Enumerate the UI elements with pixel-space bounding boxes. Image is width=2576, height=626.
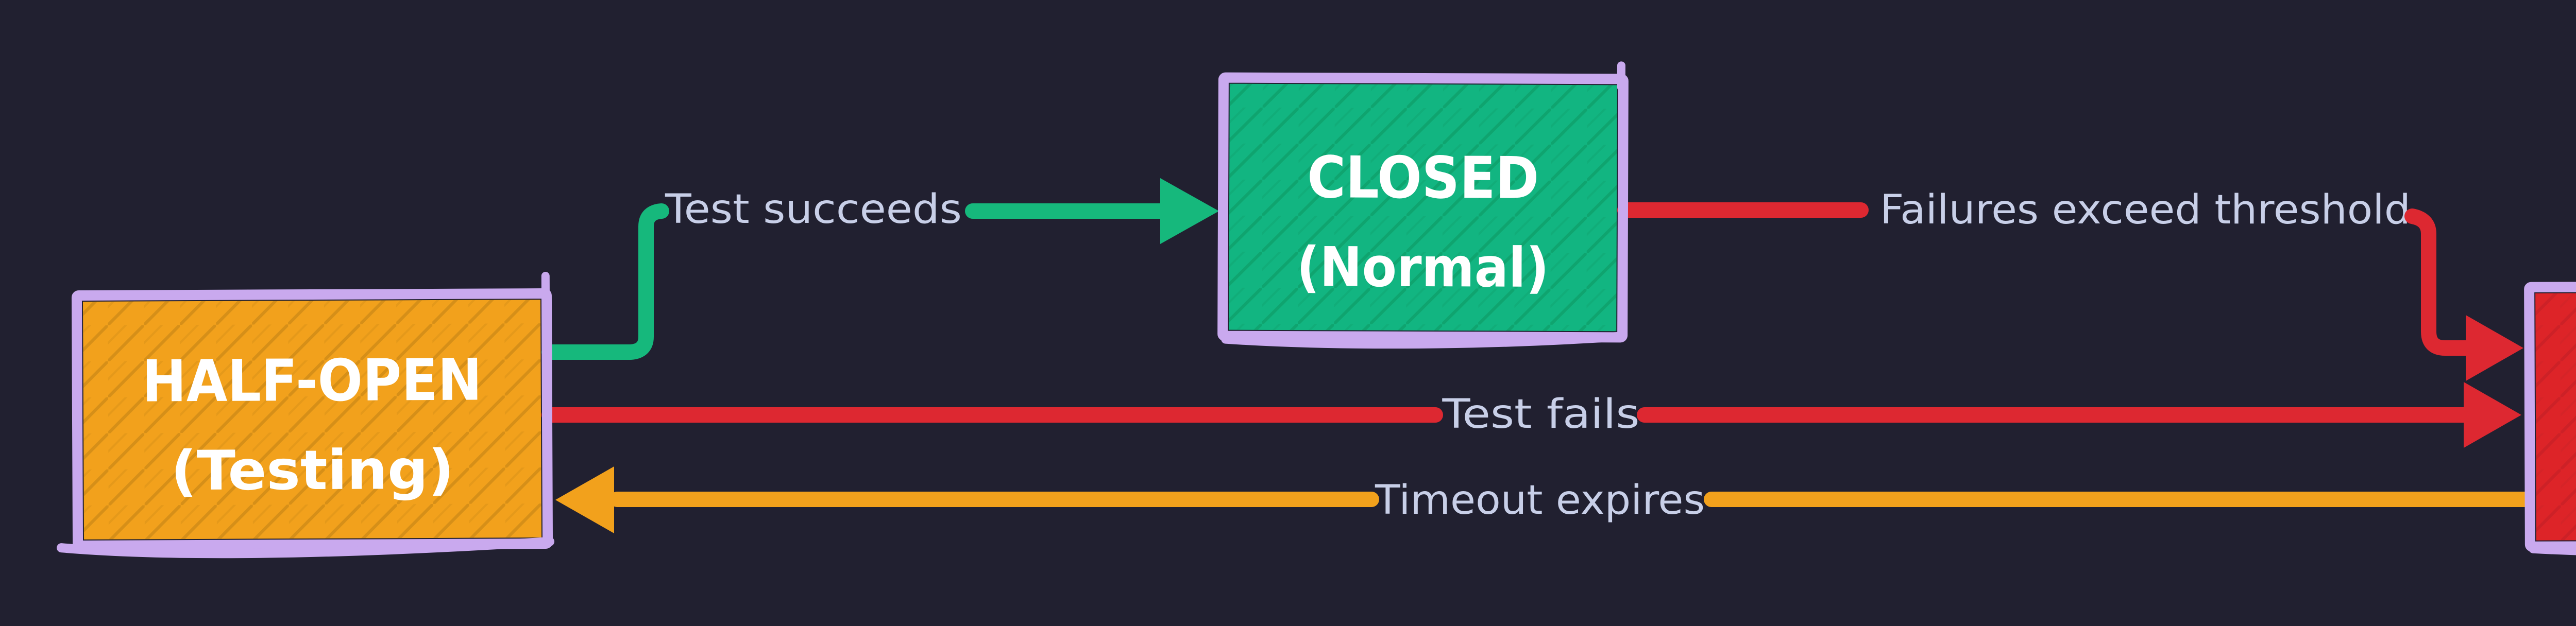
state-border (71, 288, 553, 551)
state-closed: CLOSED (Normal) (1217, 61, 1629, 349)
arrowhead-right-icon (2466, 315, 2523, 381)
arrowhead-left-icon (555, 466, 614, 533)
arrowhead-right-icon (2464, 382, 2521, 448)
transition-test-succeeds: Test succeeds (541, 178, 1219, 360)
state-qualifier-half-open: (Testing) (171, 438, 454, 502)
state-qualifier-closed: (Normal) (1296, 235, 1549, 300)
state-hatch-texture (1229, 83, 1617, 332)
transition-label-test-succeeds: Test succeeds (665, 186, 962, 233)
transition-label-failures-exceed-threshold: Failures exceed threshold (1880, 187, 2411, 233)
state-border-flourish (1221, 332, 1628, 349)
state-border (2524, 280, 2576, 552)
state-name-half-open: HALF-OPEN (142, 347, 482, 415)
transition-test-fails: Test fails (541, 382, 2521, 448)
state-border-flourish (57, 536, 555, 559)
transition-label-timeout-expires: Timeout expires (1375, 477, 1705, 524)
transition-line-elbow (2404, 208, 2477, 356)
state-hatch-texture (2535, 291, 2576, 541)
state-border (1217, 72, 1629, 343)
transition-timeout-expires: Timeout expires (555, 466, 2532, 533)
state-name-closed: CLOSED (1307, 144, 1539, 212)
arrowhead-right-icon (1160, 178, 1219, 244)
state-half-open: HALF-OPEN (Testing) (57, 272, 555, 559)
transition-line-elbow (541, 203, 669, 360)
state-hatch-texture (82, 300, 541, 540)
transition-failures-exceed-threshold: Failures exceed threshold (1617, 187, 2523, 381)
state-open: OPEN (Failing Fast) (2524, 280, 2576, 558)
transition-label-test-fails: Test fails (1442, 391, 1639, 438)
